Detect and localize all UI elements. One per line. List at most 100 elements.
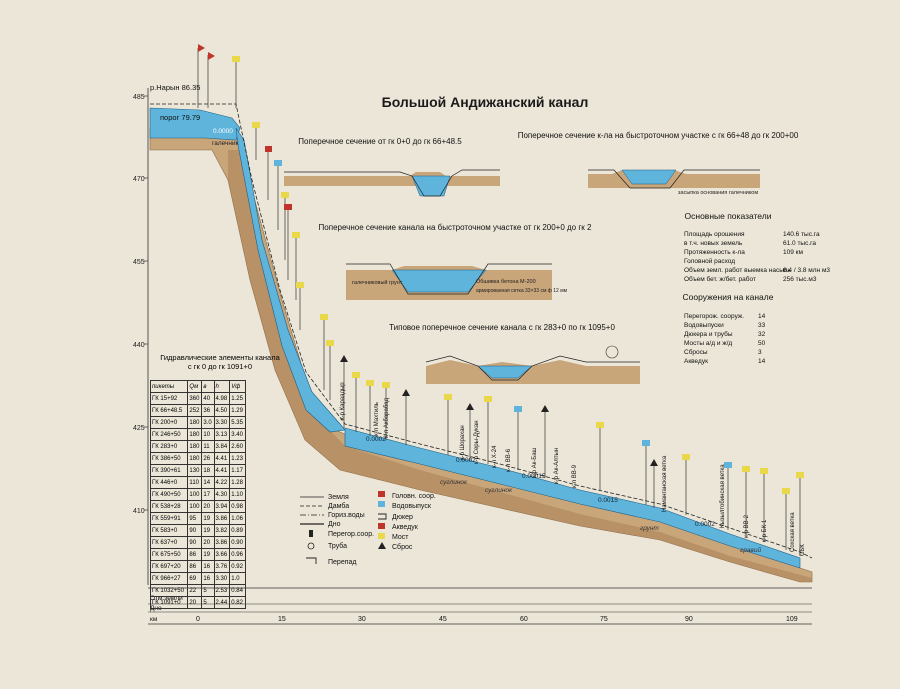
table-cell: ГК 697+20 [149,560,189,573]
km-tick: 0 [196,616,200,623]
canal-label: к-р БК-1 [762,519,768,542]
table-cell: ГК 386+50 [149,452,189,465]
table-cell: 69 [187,572,203,585]
indicator-label: Площадь орошения [684,231,745,238]
structures-title: Сооружения на канале [683,292,774,302]
table-cell: 3.84 [213,440,231,453]
table-cell: 3.30 [213,572,231,585]
section-title: Поперечное сечение к-ла на быстроточном … [518,131,799,140]
legend-item: Перегор.соор. [328,531,374,538]
canal-label: к-р Шорахан [460,425,466,460]
km-axis: Отм.земли Дно км 0 15 30 45 60 75 90 109 [148,587,812,625]
section-title: Поперечное сечение от гк 0+0 до гк 66+48… [298,137,462,146]
canal-label: к-р ВВ-2 [744,514,750,538]
table-cell: ГК 637+0 [149,536,189,549]
structure-value: 14 [758,313,766,320]
section-note: галечниковый грунт [352,279,403,286]
table-cell: 3.86 [213,536,231,549]
table-cell: 14 [201,476,215,489]
canal-label: к-р Серы-Дукан [474,420,480,464]
table-cell: 130 [187,464,203,477]
elev-tick: 470 [133,176,145,183]
structure-label: Водовыпуски [684,322,724,329]
table-cell: 4.41 [213,452,231,465]
structure-value: 32 [758,331,766,338]
table-cell: ГК 538+28 [149,500,189,513]
table-cell: 4.30 [213,488,231,501]
soil-label: грунт [640,525,659,532]
structure-label: Мосты а/д и ж/д [684,340,732,347]
table-cell: 3.0 [201,416,215,429]
elev-tick: 440 [133,342,145,349]
canal-label: Сохская ветка [790,512,796,552]
structure-value: 14 [758,358,766,365]
table-cell: 2.44 [213,596,231,609]
structure-label: Перегорож. сооруж. [684,313,744,320]
soil-label: суглинок [485,487,513,494]
table-cell: ГК 1032+50 [149,584,189,597]
table-cell: 1.25 [229,392,246,405]
column-header: в [201,380,215,393]
canal-label: к-л Акбарабад [384,398,390,438]
elevation-axis: 485 470 455 440 425 410 [133,88,149,585]
table-cell: 11 [201,440,215,453]
table-cell: 4.98 [213,392,231,405]
canal-label: к-л Х-24 [492,445,498,468]
table-cell: 90 [187,536,203,549]
indicator-label: в т.ч. новых земель [684,240,743,247]
legend-item: Труба [328,542,347,550]
legend-item: Гориз.воды [328,512,365,519]
section-title: Поперечное сечение канала на быстроточно… [319,223,592,232]
table-cell: ГК 1091+0 [149,596,189,609]
table-cell: 18 [201,464,215,477]
legend-item: Земля [328,494,349,501]
soil-label: гравий [740,546,761,554]
table-cell: 360 [187,392,203,405]
km-tick: 90 [685,616,693,623]
table-cell: 3.86 [213,512,231,525]
table-cell: 100 [187,500,203,513]
structure-flags [197,44,804,556]
table-cell: 20 [187,596,203,609]
table-cell: 5 [201,596,215,609]
cross-section-1 [284,169,500,197]
tree-icon [605,345,619,359]
table-cell: 20 [201,536,215,549]
table-cell: ГК 490+50 [149,488,189,501]
legend-item: Дно [328,521,341,528]
indicator-value: 6.4 / 3.8 млн м3 [783,267,830,274]
canal-label: к-л ВВ-9 [572,464,578,488]
table-cell: 3.30 [213,416,231,429]
table-cell: 110 [187,476,203,489]
table-cell: ГК 66+48.5 [149,404,189,417]
table-cell: 17 [201,488,215,501]
axis-row-label: Дно [150,605,162,612]
legend: Земля Дамба Гориз.воды Дно Перегор.соор.… [300,491,436,566]
canal-label: к-л Махтиль [374,402,380,436]
table-cell: 1.0 [229,572,246,585]
structure-label: Сбросы [684,348,708,356]
legend-item: Головн. соор. [392,493,436,500]
column-header: Qм [187,380,203,393]
table-cell: 86 [187,548,203,561]
slope-label: 0.0002 [695,521,715,528]
legend-item: Дюкер [392,514,413,521]
table-cell: 180 [187,428,203,441]
cross-section-4 [425,345,640,384]
structure-label: Акведук [684,358,708,365]
indicator-label: Головной расход [684,257,735,265]
table-cell: 180 [187,416,203,429]
cross-section-2: засыпка основания галечником [588,169,760,196]
structure-value: 33 [758,322,766,329]
table-cell: 1.28 [229,476,246,489]
indicator-label: Объем бет. ж/бет. работ [684,275,756,283]
table-cell: 22 [187,584,203,597]
